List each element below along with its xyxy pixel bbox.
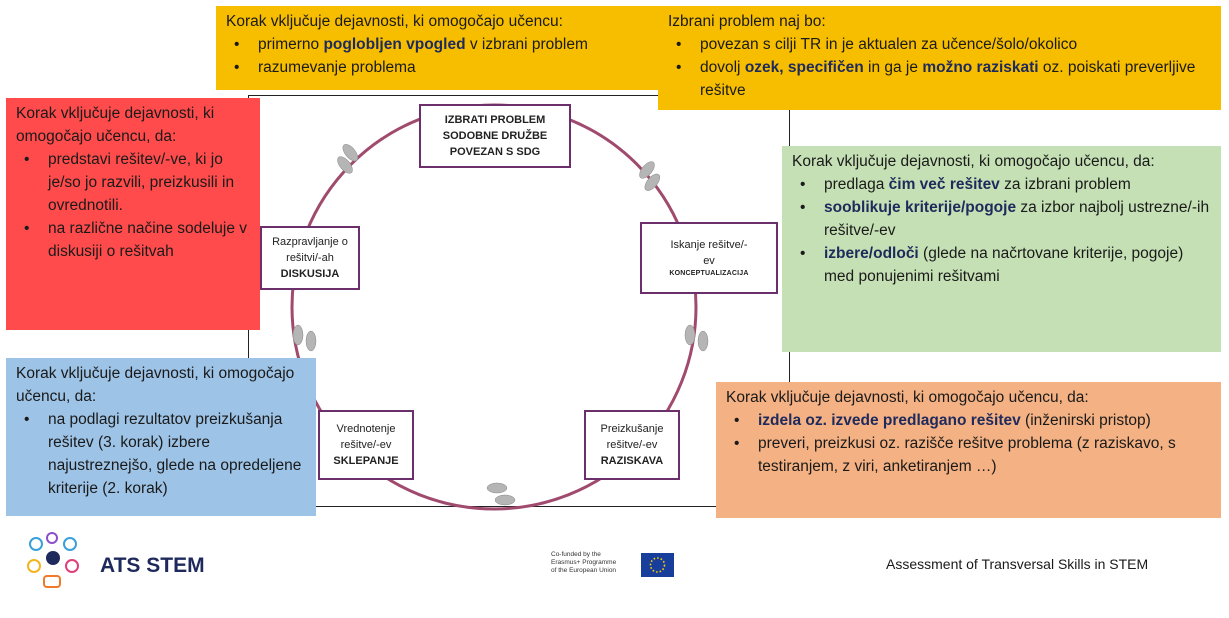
step-left-line1: Razpravljanje o [272, 236, 348, 248]
step-testing: Preizkušanje rešitve/-ev RAZISKAVA [584, 410, 680, 480]
note-search: Korak vključuje dejavnosti, ki omogočajo… [782, 146, 1221, 352]
note-discussion-item2: na različne načine sodeluje v diskusiji … [16, 217, 250, 263]
note-top-right: Izbrani problem naj bo: povezan s cilji … [658, 6, 1221, 110]
note-evaluation: Korak vključuje dejavnosti, ki omogočajo… [6, 358, 316, 516]
note-evaluation-heading: Korak vključuje dejavnosti, ki omogočajo… [16, 365, 295, 405]
note-top-left-item1: primerno poglobljen vpogled v izbrani pr… [226, 33, 656, 56]
footer-project-title: Assessment of Transversal Skills in STEM [886, 556, 1149, 572]
eu-line3: of the European Union [551, 567, 617, 574]
step-bl-line1: Vrednotenje [336, 423, 396, 435]
step-top-line1: IZBRATI PROBLEM [444, 114, 546, 126]
logo-text: ATS STEM [100, 554, 205, 577]
note-discussion-item1: predstavi rešitev/-ve, ki jo je/so jo ra… [16, 148, 250, 217]
step-bl-line2: rešitve/-ev [340, 439, 392, 451]
note-discussion: Korak vključuje dejavnosti, ki omogočajo… [6, 98, 260, 330]
note-search-item1: predlaga čim več rešitev za izbrani prob… [792, 173, 1211, 196]
eu-line2: Erasmus+ Programme [551, 559, 617, 566]
note-top-left-item2: razumevanje problema [226, 56, 656, 79]
step-top-line2: SODOBNE DRUŽBE [442, 130, 548, 142]
note-testing-heading: Korak vključuje dejavnosti, ki omogočajo… [726, 389, 1089, 406]
eu-flag-icon [641, 553, 674, 577]
note-testing: Korak vključuje dejavnosti, ki omogočajo… [716, 382, 1221, 518]
step-top-line3: POVEZAN S SDG [449, 146, 541, 158]
step-left-line2: rešitvi/-ah [286, 252, 334, 264]
note-top-right-item2: dovolj ozek, specifičen in ga je možno r… [668, 56, 1211, 102]
note-testing-item1: izdela oz. izvede predlagano rešitev (in… [726, 409, 1211, 432]
step-br-line1: Preizkušanje [600, 423, 664, 435]
note-testing-item2: preveri, preizkusi oz. razišče rešitve p… [726, 432, 1211, 478]
note-top-left: Korak vključuje dejavnosti, ki omogočajo… [216, 6, 666, 90]
step-search-solutions: Iskanje rešitve/- ev KONCEPTUALIZACIJA [640, 222, 778, 294]
logo-icons [27, 532, 79, 588]
step-evaluation: Vrednotenje rešitve/-ev SKLEPANJE [318, 410, 414, 480]
note-discussion-heading: Korak vključuje dejavnosti, ki omogočajo… [16, 105, 215, 145]
step-right-line1: Iskanje rešitve/- [670, 239, 748, 251]
step-discussion: Razpravljanje o rešitvi/-ah DISKUSIJA [260, 226, 360, 290]
step-bl-line3: SKLEPANJE [333, 455, 399, 467]
step-right-line2: ev [703, 255, 715, 267]
note-top-right-heading: Izbrani problem naj bo: [668, 13, 826, 30]
note-top-right-item1: povezan s cilji TR in je aktualen za uče… [668, 33, 1211, 56]
step-br-line2: rešitve/-ev [606, 439, 658, 451]
note-top-left-heading: Korak vključuje dejavnosti, ki omogočajo… [226, 13, 563, 30]
note-evaluation-item1: na podlagi rezultatov preizkušanja rešit… [16, 408, 306, 500]
eu-cofunded: Co-funded by the Erasmus+ Programme of t… [551, 551, 681, 583]
footprints-icon [292, 144, 709, 506]
note-search-item2: sooblikuje kriterije/pogoje za izbor naj… [792, 196, 1211, 242]
ats-stem-logo: ATS STEM [26, 532, 226, 592]
note-search-item3: izbere/odloči (glede na načrtovane krite… [792, 242, 1211, 288]
step-select-problem: IZBRATI PROBLEM SODOBNE DRUŽBE POVEZAN S… [419, 104, 571, 168]
note-search-heading: Korak vključuje dejavnosti, ki omogočajo… [792, 153, 1155, 170]
step-br-line3: RAZISKAVA [600, 455, 664, 467]
eu-line1: Co-funded by the [551, 551, 601, 558]
step-right-sub: KONCEPTUALIZACIJA [669, 270, 749, 277]
step-left-line3: DISKUSIJA [280, 268, 340, 280]
